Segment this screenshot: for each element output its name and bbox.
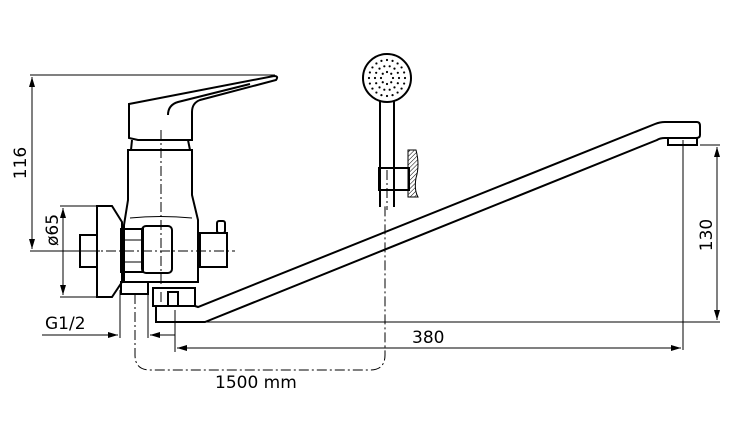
nozzle-dot [397,76,401,80]
shower-hose: 1500 mm [134,205,386,393]
nozzle-dot [390,81,393,84]
nozzle-dot [391,59,394,62]
nozzle-dot [368,71,371,74]
nozzle-dot [371,87,374,90]
shower-head [362,53,419,210]
nozzle-dot [379,76,383,80]
nozzle-dot [396,71,399,74]
nozzle-dot [403,82,406,85]
hose-length-label: 1500 mm [215,373,297,393]
dimension-380: 380 [174,140,684,352]
nozzle-dot [403,76,407,80]
nozzle-dot [403,71,406,74]
nozzle-dot [380,94,383,97]
nozzle-dot [391,94,394,97]
nozzle-dot [385,70,389,74]
nozzle-dot [378,67,381,70]
nozzle-dot [383,88,386,91]
nozzle-dot [400,66,403,69]
nozzle-dot [396,62,399,65]
nozzle-dot [390,72,393,75]
nozzle-dot [380,59,383,62]
dimension-diameter-label: ø65 [43,214,63,246]
nozzle-dot [378,86,381,89]
nozzle-dot [393,67,396,70]
nozzle-dot [368,82,371,85]
nozzle-dot [375,82,378,85]
nozzle-dot [375,91,378,94]
spout [155,121,701,323]
nozzle-dot [393,86,396,89]
dimension-380-label: 380 [412,328,444,348]
nozzle-dot [375,71,378,74]
nozzle-dot [383,65,386,68]
nozzle-dot [367,76,371,80]
nozzle-dot [373,76,377,80]
nozzle-dot [388,88,391,91]
nozzle-dot [391,76,395,80]
dimension-130: 130 [200,144,720,323]
dimension-130-label: 130 [697,219,717,251]
nozzle-dot [385,94,389,98]
nozzle-dot [381,81,384,84]
nozzle-dot [385,58,389,62]
mixer-body [70,74,279,310]
dimension-diameter: ø65 [43,205,100,298]
nozzle-dot [385,82,389,86]
nozzle-dot [396,91,399,94]
dimension-thread-label: G1/2 [45,314,86,334]
nozzle-dot [375,62,378,65]
nozzle-dot [400,87,403,90]
dimension-116: 116 [11,74,275,252]
dimension-thread: G1/2 [42,290,175,338]
dimension-116-label: 116 [11,147,31,179]
nozzle-dot [388,65,391,68]
nozzle-dot [396,82,399,85]
nozzle-dot [371,66,374,69]
nozzle-dot [381,72,384,75]
